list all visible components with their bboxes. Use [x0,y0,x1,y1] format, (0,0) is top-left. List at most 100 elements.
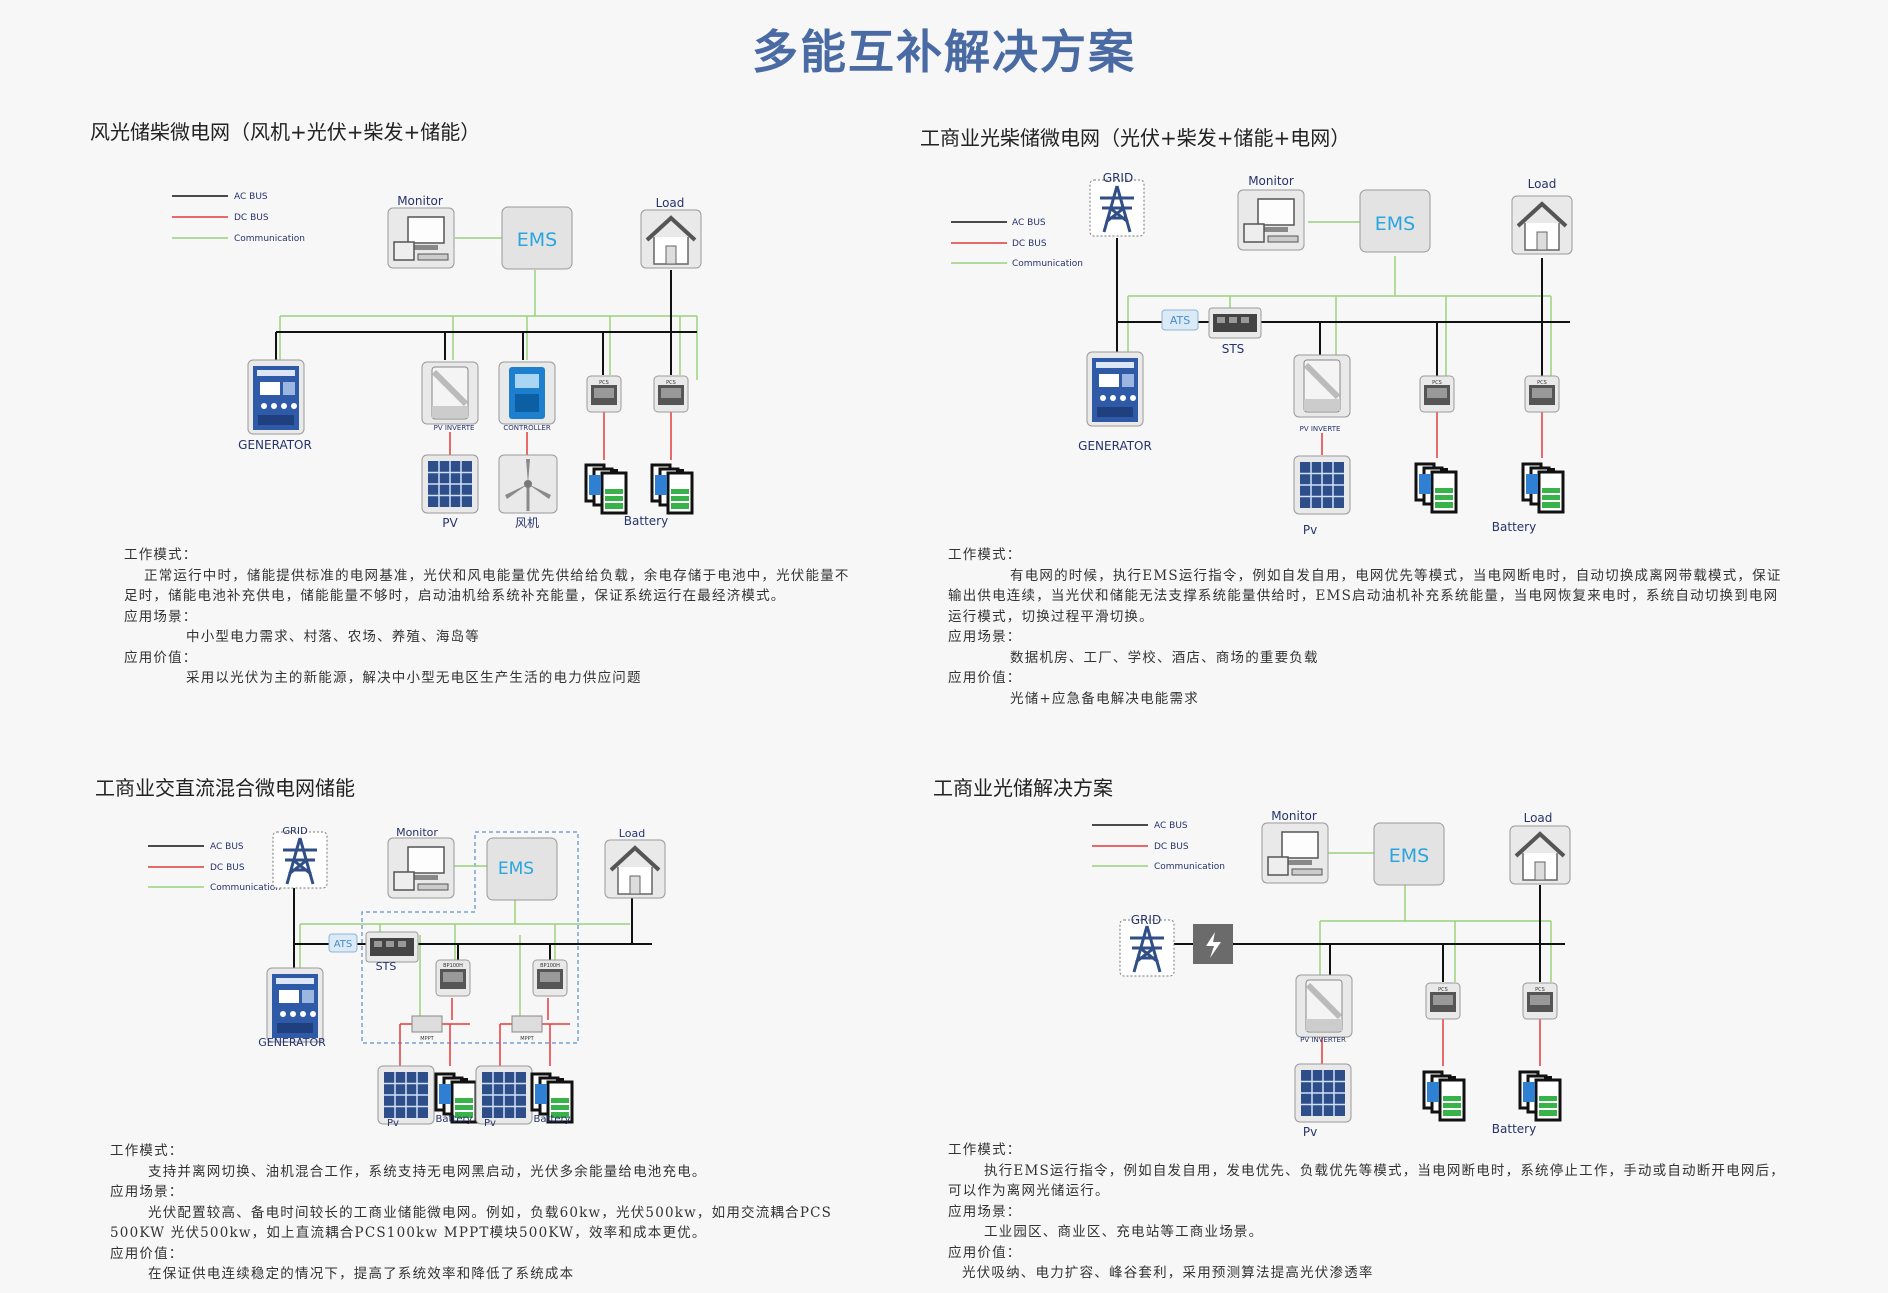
load-house-icon [1508,824,1572,886]
grid-label: GRID [1103,171,1133,185]
sts-label: STS [1222,342,1245,356]
ats-box [1161,309,1199,331]
mppt-box [511,1015,543,1033]
wind-label: 风机 [515,516,539,530]
legend: AC BUS DC BUS Communication [1092,821,1225,872]
legend-communication: Communication [1154,862,1225,872]
pcs-label: PCS [599,380,609,386]
legend: AC BUS DC BUS Communication [148,842,281,893]
sts-label: STS [376,960,397,973]
section-3-title: 工商业交直流混合微电网储能 [95,776,355,800]
ems-label: EMS [1375,213,1415,235]
pv-inverter-icon [1296,975,1352,1037]
grid-label: GRID [282,826,308,837]
scene-label: 应用场景： [110,1184,184,1200]
legend-ac-bus: AC BUS [210,842,244,852]
load-label: Load [1524,811,1553,825]
load-label: Load [619,827,645,840]
mode-text: 正常运行中时，储能提供标准的电网基准，光伏和风电能量优先供给给负载，余电存储于电… [124,567,850,605]
pcs-label: PCS [1535,987,1545,993]
monitor-label: Monitor [397,194,443,208]
pv-panel-icon [1294,1063,1352,1123]
scene-text: 工业园区、商业区、充电站等工商业场景。 [984,1224,1264,1240]
battery-label: Battery [435,1114,472,1125]
legend-communication: Communication [1012,259,1083,269]
battery-label: Battery [624,514,668,528]
monitor-label: Monitor [396,826,438,839]
generator-label: GENERATOR [258,1036,326,1049]
ems-label: EMS [1389,845,1429,867]
inverter-label: PV INVERTER [1300,1036,1346,1044]
battery-label: Battery [1492,1122,1536,1136]
pcs-label: BP100H [540,963,560,969]
scene-label: 应用场景： [124,608,198,625]
mode-label: 工作模式： [948,1142,1022,1158]
mode-text: 执行EMS运行指令，例如自发自用，发电优先、负载优先等模式，当电网断电时，系统停… [948,1162,1785,1200]
value-label: 应用价值： [124,649,198,666]
monitor-label: Monitor [1271,809,1317,823]
pv-label: Pv [484,1118,496,1129]
value-label: 应用价值： [948,1244,1022,1261]
scene-label: 应用场景： [948,629,1022,645]
legend: AC BUS DC BUS Communication [951,218,1083,269]
pv-label: PV [442,516,458,530]
section-1-title: 风光储柴微电网（风机+光伏+柴发+储能） [90,120,481,144]
ats-box [328,933,358,953]
generator-label: GENERATOR [238,438,312,452]
value-label: 应用价值： [948,670,1022,686]
load-label: Load [1528,177,1557,191]
mppt-box [411,1015,443,1033]
battery-label: Battery [1492,520,1536,534]
legend-dc-bus: DC BUS [1012,239,1047,249]
section-2-title: 工商业光柴储微电网（光伏+柴发+储能+电网） [920,126,1351,150]
legend-ac-bus: AC BUS [1154,821,1188,831]
mode-text: 支持并离网切换、油机混合工作，系统支持无电网黑启动，光伏多余能量给电池充电。 [148,1163,707,1180]
section-4-description: 工作模式： 执行EMS运行指令，例如自发自用，发电优先、负载优先等模式，当电网断… [948,1140,1798,1284]
value-text: 光伏吸纳、电力扩容、峰谷套利，采用预测算法提高光伏渗透率 [962,1265,1374,1281]
pcs-label: BP100H [443,963,463,969]
page-title: 多能互补解决方案 [752,25,1136,79]
legend-ac-bus: AC BUS [1012,218,1046,228]
scene-text: 数据机房、工厂、学校、酒店、商场的重要负载 [1010,649,1319,666]
value-text: 在保证供电连续稳定的情况下，提高了系统效率和降低了系统成本 [148,1266,575,1282]
legend-dc-bus: DC BUS [1154,842,1189,852]
battery-icon [1422,1070,1466,1122]
legend-communication: Communication [210,883,281,893]
legend-dc-bus: DC BUS [234,213,269,223]
pv-label: Pv [1303,1125,1317,1139]
scene-text: 光伏配置较高、备电时间较长的工商业储能微电网。例如，负载60kw，光伏500kw… [110,1204,833,1242]
battery-icon [1518,1070,1562,1122]
pcs-label: PCS [1537,380,1547,386]
lightning-icon [1206,932,1221,958]
pv-label: Pv [1303,523,1317,537]
pcs-label: PCS [1438,987,1448,993]
mode-label: 工作模式： [948,547,1022,563]
mode-text: 有电网的时候，执行EMS运行指令，例如自发自用，电网优先等模式，当电网断电时，自… [948,567,1782,625]
pcs-label: PCS [1432,380,1442,386]
value-label: 应用价值： [110,1245,184,1262]
pcs-label: PCS [666,380,676,386]
mode-label: 工作模式： [124,547,198,563]
inverter-label: PV INVERTE [1300,425,1341,433]
monitor-icon [1261,822,1329,884]
section-3-description: 工作模式： 支持并离网切换、油机混合工作，系统支持无电网黑启动，光伏多余能量给电… [110,1141,890,1285]
monitor-label: Monitor [1248,174,1294,188]
section-4-title: 工商业光储解决方案 [933,776,1113,800]
load-label: Load [656,196,685,210]
scene-label: 应用场景： [948,1203,1022,1220]
ems-label: EMS [517,229,557,251]
grid-tower-icon [1118,918,1176,978]
value-text: 采用以光伏为主的新能源，解决中小型无电区生产生活的电力供应问题 [186,670,642,686]
battery-label: Battery [533,1114,570,1125]
inverter-label: PV INVERTE [434,424,475,432]
legend-dc-bus: DC BUS [210,863,245,873]
section-1-description: 工作模式： 正常运行中时，储能提供标准的电网基准，光伏和风电能量优先供给给负载，… [124,545,864,689]
ats-label: ATS [334,939,353,950]
mode-label: 工作模式： [110,1143,184,1159]
legend-ac-bus: AC BUS [234,192,268,202]
mppt-label: MPPT [520,1036,534,1042]
